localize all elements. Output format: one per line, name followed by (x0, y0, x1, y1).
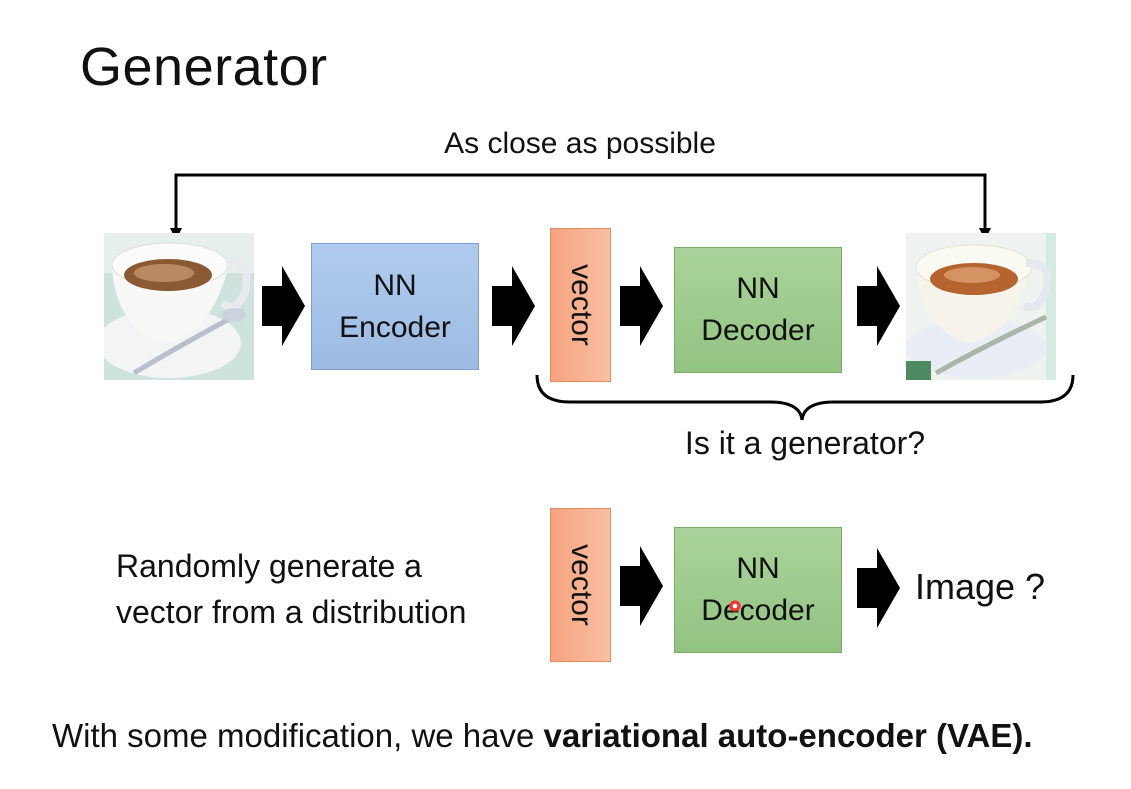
nn-decoder-box: NN Decoder (674, 247, 842, 373)
decoder-label-line2: Decoder (701, 594, 815, 627)
footer-prefix: With some modification, we have (52, 717, 544, 754)
encoder-label-line1: NN (373, 268, 417, 302)
reconstruction-bracket (170, 173, 991, 240)
image-output-question: Image ? (915, 566, 1046, 607)
random-vector-box: vector (550, 508, 611, 662)
generator-question: Is it a generator? (684, 425, 926, 461)
arrow-right-icon (857, 266, 900, 346)
description-line1: Randomly generate a (116, 548, 422, 584)
description-line2: vector from a distribution (116, 594, 467, 630)
arrow-right-icon (857, 548, 900, 628)
slide-title: Generator (80, 37, 328, 97)
loss-label: As close as possible (444, 127, 716, 160)
footer-sentence: With some modification, we have variatio… (52, 717, 1033, 755)
curly-brace (535, 374, 1075, 421)
arrow-right-icon (620, 546, 663, 626)
arrow-right-icon (262, 266, 305, 346)
pointer-cursor-icon (729, 600, 741, 612)
nn-encoder-box: NN Encoder (311, 243, 479, 370)
output-image (906, 233, 1056, 380)
decoder-label-line1: NN (736, 552, 780, 585)
vector-label: vector (564, 544, 598, 626)
arrow-right-icon (492, 266, 535, 346)
latent-vector-box: vector (550, 228, 611, 382)
input-image (104, 233, 254, 380)
random-vector-description: Randomly generate a vector from a distri… (116, 543, 466, 635)
decoder-label-line1: NN (736, 272, 780, 305)
encoder-label-line2: Encoder (339, 310, 451, 344)
decoder-label-line2: Decoder (701, 314, 815, 347)
footer-bold: variational auto-encoder (VAE). (543, 717, 1033, 754)
nn-decoder-box-bottom: NN Decoder (674, 527, 842, 653)
arrow-right-icon (620, 266, 663, 346)
vector-label: vector (564, 264, 598, 346)
